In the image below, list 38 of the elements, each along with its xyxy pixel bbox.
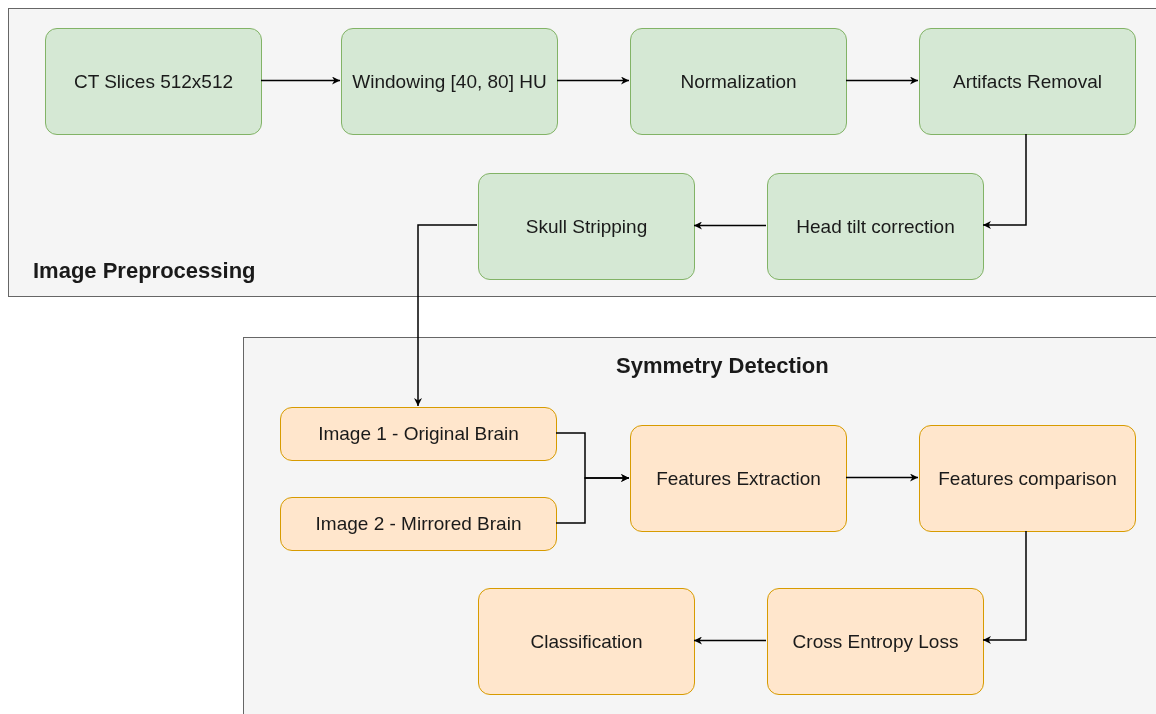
arrow <box>845 473 919 482</box>
box-label: Normalization <box>679 69 798 94</box>
process-box <box>630 425 847 532</box>
arrow <box>982 133 1027 229</box>
process-box <box>767 173 984 280</box>
group-panel <box>243 337 1156 714</box>
box-label: Artifacts Removal <box>952 69 1103 94</box>
arrow <box>693 636 767 645</box>
process-box <box>280 407 557 461</box>
process-box <box>45 28 262 135</box>
arrow <box>556 76 630 85</box>
arrow <box>982 530 1027 644</box>
arrow <box>260 76 341 85</box>
box-label: Image 1 - Original Brain <box>317 422 520 446</box>
arrow <box>414 224 478 407</box>
arrow <box>845 76 919 85</box>
box-label: Image 2 - Mirrored Brain <box>314 512 523 536</box>
box-label: CT Slices 512x512 <box>72 69 235 94</box>
arrow <box>555 474 630 524</box>
process-box <box>767 588 984 695</box>
box-label: Cross Entropy Loss <box>791 629 960 654</box>
box-label: Windowing [40, 80] HU <box>351 69 548 94</box>
process-box <box>478 588 695 695</box>
group-panel <box>8 8 1156 297</box>
process-box <box>280 497 557 551</box>
box-label: Skull Stripping <box>524 214 649 239</box>
group-title: Symmetry Detection <box>616 352 829 380</box>
box-label: Features comparison <box>937 466 1118 491</box>
arrow <box>693 221 767 230</box>
box-label: Classification <box>529 629 644 654</box>
process-box <box>478 173 695 280</box>
group-title: Image Preprocessing <box>33 257 256 285</box>
process-box <box>919 425 1136 532</box>
process-box <box>919 28 1136 135</box>
process-box <box>630 28 847 135</box>
box-label: Features Extraction <box>655 466 822 491</box>
process-box <box>341 28 558 135</box>
box-label: Head tilt correction <box>795 214 956 239</box>
